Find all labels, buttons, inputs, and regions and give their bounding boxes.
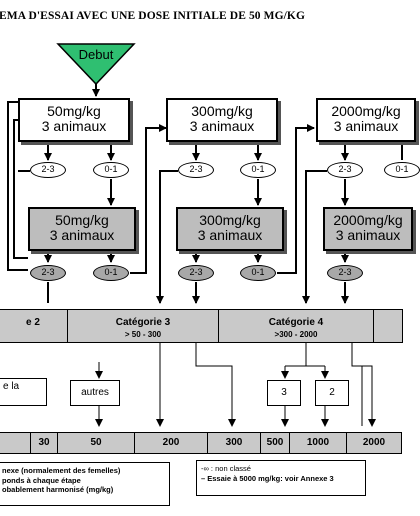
scale-cell: 500: [260, 432, 290, 454]
scale-cell: 30: [30, 432, 58, 454]
scale-cell: 50: [57, 432, 135, 454]
dose-box-300-bottom: 300mg/kg 3 animaux: [176, 207, 284, 251]
category-name: Catégorie 4: [268, 317, 324, 328]
animals-label: 3 animaux: [333, 118, 399, 134]
category-3: Catégorie 3 > 50 - 300: [67, 309, 219, 343]
animals-label: 3 animaux: [41, 118, 107, 134]
category-2: e 2: [0, 309, 68, 343]
label-box-3: 3: [267, 380, 301, 406]
dose-label: 2000mg/kg: [333, 212, 403, 228]
animals-label: 3 animaux: [335, 227, 401, 243]
category-name: Catégorie 3: [115, 317, 171, 328]
legend-line: – Essaie à 5000 mg/kg: voir Annexe 3: [201, 473, 334, 483]
outcome-oval: 0-1: [384, 162, 420, 178]
dose-label: 2000mg/kg: [331, 103, 401, 119]
dose-label: 50mg/kg: [55, 212, 109, 228]
scale-cell: 1000: [289, 432, 347, 454]
outcome-oval: 0-1: [93, 162, 129, 178]
legend-line: obablement harmonisé (mg/kg): [2, 485, 114, 494]
scale-cell: 200: [134, 432, 208, 454]
dose-label: 300mg/kg: [199, 212, 261, 228]
legend-line: -∞ : non classé: [201, 464, 251, 473]
animals-label: 3 animaux: [189, 118, 255, 134]
legend-line: ponds à chaque étape: [2, 475, 81, 485]
dose-box-50-bottom: 50mg/kg 3 animaux: [28, 207, 136, 251]
scale-cell: 2000: [346, 432, 402, 454]
flow-connectors: [7, 43, 403, 427]
outcome-oval: 2-3: [327, 162, 363, 178]
label-box-autres: autres: [70, 380, 120, 406]
outcome-oval: 0-1: [240, 162, 276, 178]
animals-label: 3 animaux: [197, 227, 263, 243]
outcome-oval: 0-1: [93, 265, 129, 281]
page-title: EMA D'ESSAI AVEC UNE DOSE INITIALE DE 50…: [0, 10, 306, 22]
label-box-partial: e la: [0, 378, 47, 406]
outcome-oval: 0-1: [240, 265, 276, 281]
scale-cell: [0, 432, 31, 454]
start-label: Debut: [78, 47, 114, 62]
outcome-oval: 2-3: [178, 162, 214, 178]
dose-box-2000-top: 2000mg/kg 3 animaux: [316, 98, 416, 142]
category-4: Catégorie 4 >300 - 2000: [218, 309, 374, 343]
outcome-oval: 2-3: [30, 162, 66, 178]
dose-box-300-top: 300mg/kg 3 animaux: [166, 98, 278, 142]
category-name: e 2: [26, 317, 40, 328]
outcome-oval: 2-3: [178, 265, 214, 281]
start-triangle: [56, 43, 136, 86]
outcome-oval: 2-3: [327, 265, 363, 281]
legend-left: nexe (normalement des femelles) ponds à …: [0, 462, 170, 506]
category-range: >300 - 2000: [274, 330, 318, 339]
dose-label: 300mg/kg: [191, 103, 253, 119]
dose-label: 50mg/kg: [47, 103, 101, 119]
animals-label: 3 animaux: [49, 227, 115, 243]
legend-right: -∞ : non classé – Essaie à 5000 mg/kg: v…: [196, 460, 366, 496]
category-5: [373, 309, 403, 343]
category-range: > 50 - 300: [124, 330, 162, 339]
dose-box-2000-bottom: 2000mg/kg 3 animaux: [323, 207, 413, 251]
outcome-oval: 2-3: [30, 265, 66, 281]
legend-line: nexe (normalement des femelles): [2, 466, 121, 475]
label-box-2: 2: [315, 380, 349, 406]
scale-cell: 300: [207, 432, 261, 454]
dose-box-50-top: 50mg/kg 3 animaux: [18, 98, 130, 142]
